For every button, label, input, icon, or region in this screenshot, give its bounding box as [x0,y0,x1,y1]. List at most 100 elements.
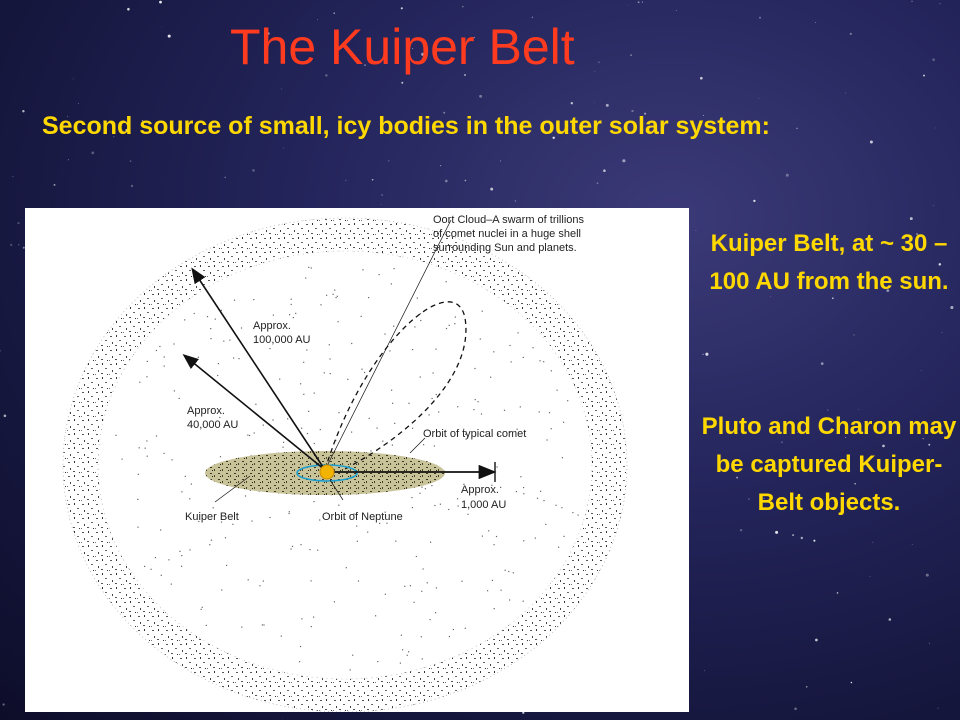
cloud-dot [421,486,423,488]
cloud-dot [173,390,175,392]
cloud-dot [561,507,563,509]
cloud-dot [364,371,366,374]
star [17,222,20,225]
cloud-dot [500,589,502,591]
star [141,119,144,122]
cloud-dot [384,511,386,513]
star [67,115,69,117]
cloud-dot [137,498,139,500]
cloud-dot [378,274,380,276]
star [325,74,328,77]
cloud-dot [432,372,434,374]
cloud-dot [233,357,235,359]
cloud-dot [299,645,302,648]
cloud-dot [362,269,364,271]
star [815,638,818,642]
cloud-dot [310,626,312,628]
cloud-dot [244,495,247,497]
cloud-dot [509,599,511,601]
cloud-dot [247,579,249,581]
star [675,10,677,11]
cloud-dot [305,277,307,279]
star [703,114,704,116]
cloud-dot [289,314,291,316]
star [3,414,7,418]
star [704,670,705,672]
star [909,235,912,239]
star [77,103,79,105]
cloud-dot [144,447,146,449]
arrow-40000-au [182,353,326,471]
star [542,130,546,134]
cloud-dot [351,431,353,433]
star [22,109,25,113]
cloud-dot [356,525,358,527]
cloud-dot [474,399,476,401]
star [12,176,14,178]
cloud-dot [543,500,545,502]
cloud-dot [428,414,430,416]
star [699,76,703,80]
cloud-dot [209,544,211,546]
cloud-dot [241,626,243,628]
star [775,530,779,534]
cloud-dot [352,654,354,656]
star [252,169,255,172]
star [937,707,939,709]
star [736,476,739,479]
star [622,159,626,163]
cloud-dot [391,444,393,446]
cloud-dot [431,485,433,487]
approx-40000-label-line-2: 40,000 AU [187,419,238,431]
cloud-dot [550,370,552,372]
star [882,444,885,448]
star [911,543,913,545]
star [888,618,892,621]
star [753,199,756,203]
star [0,349,1,352]
cloud-dot [220,309,222,311]
cloud-dot [155,349,157,352]
cloud-dot [375,615,377,617]
cloud-dot [323,372,325,374]
oort-cloud-label-line-1: Oort Cloud–A swarm of trillions [433,214,584,226]
cloud-dot [519,406,521,408]
star [159,0,162,4]
star [759,16,761,19]
cloud-dot [481,310,483,312]
cloud-dot [413,601,415,603]
cloud-dot [240,327,243,329]
cloud-dot [415,555,417,558]
cloud-dot [214,318,216,320]
cloud-dot [392,402,394,404]
cloud-dot [411,507,413,509]
cloud-dot [379,522,381,524]
star [381,193,384,197]
cloud-dot [160,574,162,576]
cloud-dot [538,411,540,413]
cloud-dot [272,419,274,421]
cloud-dot [435,393,437,396]
star [933,205,934,207]
star [387,159,390,162]
star [845,437,847,438]
cloud-dot [313,616,315,618]
star [627,5,629,6]
cloud-dot [577,514,579,516]
cloud-dot [181,491,183,493]
cloud-dot [438,411,440,413]
cloud-dot [310,267,312,269]
cloud-dot [464,627,466,629]
star [748,498,750,500]
star [464,74,466,76]
cloud-dot [382,440,384,442]
star [941,332,943,333]
star [603,169,606,173]
approx-100000-label-line-2: 100,000 AU [253,334,311,346]
cloud-dot [259,585,261,587]
comet-orbit-label: Orbit of typical comet [423,428,526,440]
cloud-dot [395,540,397,542]
cloud-dot [556,389,558,391]
cloud-dot [269,348,271,350]
star [797,432,798,433]
